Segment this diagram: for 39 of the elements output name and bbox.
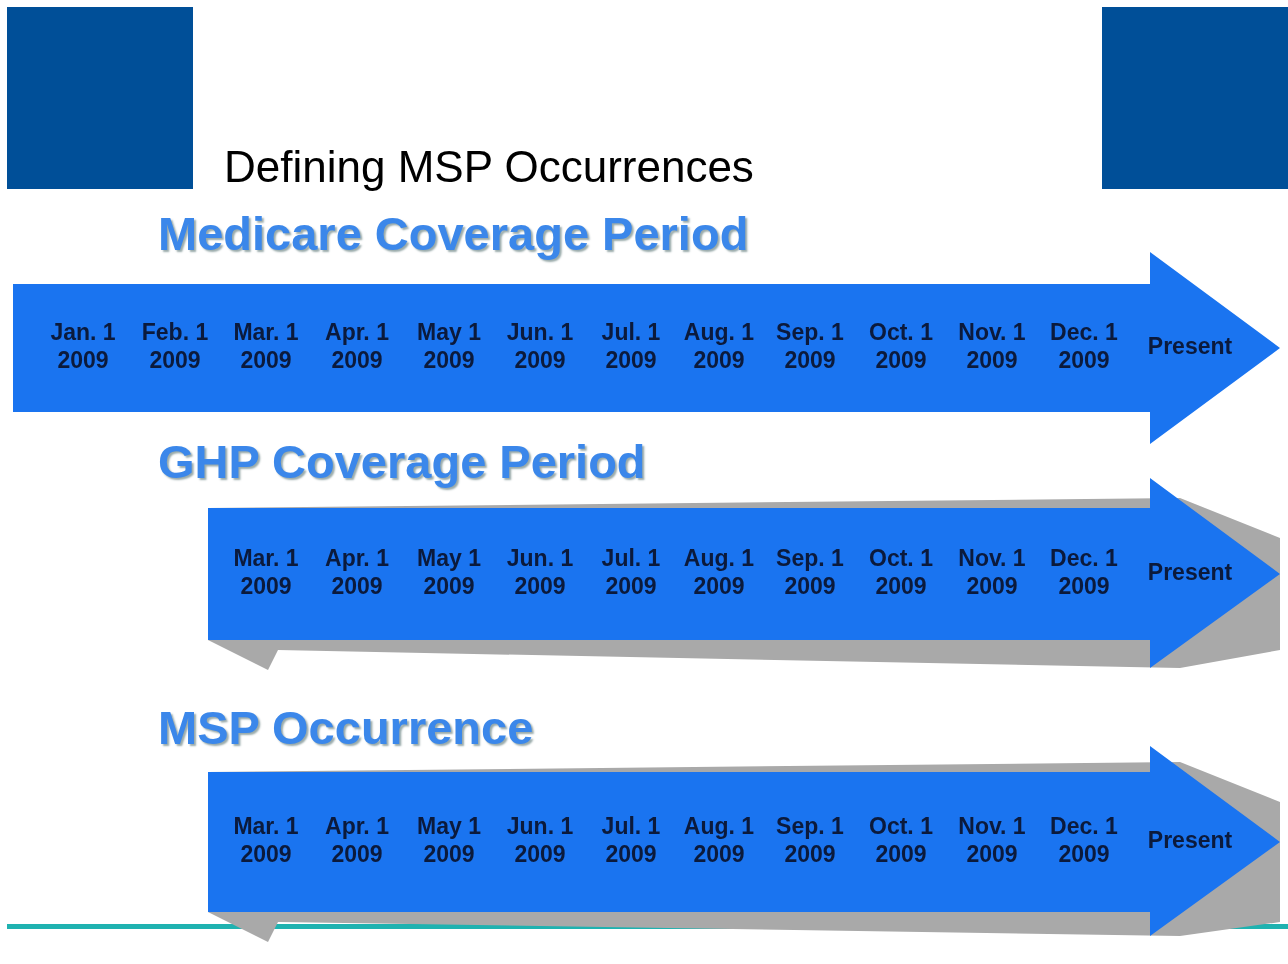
date-label: Dec. 1 2009 — [1049, 318, 1119, 374]
date-label: Apr. 1 2009 — [324, 318, 390, 374]
date-label: May 1 2009 — [416, 812, 482, 868]
date-label: Nov. 1 2009 — [957, 544, 1027, 600]
date-label: Nov. 1 2009 — [957, 812, 1027, 868]
slide-title: Defining MSP Occurrences — [224, 142, 754, 192]
date-label: Aug. 1 2009 — [682, 544, 756, 600]
date-label: May 1 2009 — [416, 544, 482, 600]
date-label: Sep. 1 2009 — [775, 318, 845, 374]
date-label: Jun. 1 2009 — [505, 544, 575, 600]
section-heading: Medicare Coverage Period — [158, 206, 749, 261]
date-label: Oct. 1 2009 — [868, 318, 934, 374]
date-label: Sep. 1 2009 — [775, 812, 845, 868]
date-label: Jul. 1 2009 — [600, 812, 662, 868]
section-heading: GHP Coverage Period — [158, 434, 646, 489]
date-label: May 1 2009 — [416, 318, 482, 374]
end-label: Present — [1146, 332, 1234, 360]
end-label: Present — [1146, 826, 1234, 854]
date-label: Sep. 1 2009 — [775, 544, 845, 600]
date-label: Feb. 1 2009 — [140, 318, 210, 374]
date-label: Mar. 1 2009 — [232, 812, 300, 868]
date-label: Jan. 1 2009 — [49, 318, 117, 374]
date-label: Dec. 1 2009 — [1049, 812, 1119, 868]
date-label: Mar. 1 2009 — [232, 318, 300, 374]
date-label: Oct. 1 2009 — [868, 544, 934, 600]
date-label: Aug. 1 2009 — [682, 812, 756, 868]
date-label: Apr. 1 2009 — [324, 544, 390, 600]
date-label: Aug. 1 2009 — [682, 318, 756, 374]
date-label: Jun. 1 2009 — [505, 812, 575, 868]
section-heading: MSP Occurrence — [158, 700, 534, 755]
date-label: Mar. 1 2009 — [232, 544, 300, 600]
date-label: Nov. 1 2009 — [957, 318, 1027, 374]
date-label: Apr. 1 2009 — [324, 812, 390, 868]
end-label: Present — [1146, 558, 1234, 586]
date-label: Jun. 1 2009 — [505, 318, 575, 374]
date-label: Jul. 1 2009 — [600, 544, 662, 600]
date-label: Dec. 1 2009 — [1049, 544, 1119, 600]
date-label: Jul. 1 2009 — [600, 318, 662, 374]
date-label: Oct. 1 2009 — [868, 812, 934, 868]
